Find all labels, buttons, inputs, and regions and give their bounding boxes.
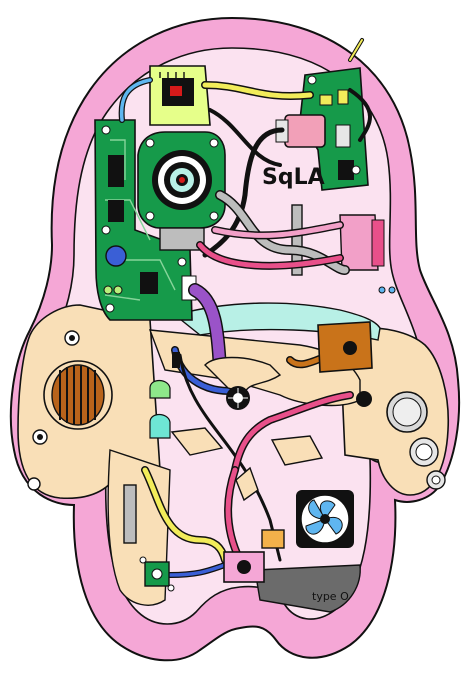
bottom-socket [223,551,265,583]
gray-tube [123,484,137,544]
top-right-pcb [299,67,369,191]
screw-icon [27,330,80,491]
base-panel [254,564,361,613]
decor-plates [170,427,324,502]
capacitor-icon [105,245,127,267]
metal-bracket [291,204,303,276]
eye-sensor-icon [137,131,226,251]
orange-component [261,529,285,549]
ribbon-connector [339,214,385,271]
gear-icon [204,356,282,410]
corner-label: type O [312,590,349,603]
chip-icon [108,155,158,294]
fan-icon [296,490,354,548]
indicator-dots [378,286,396,294]
right-dial-buttons [356,391,446,490]
led-icon [103,285,123,295]
main-pcb [94,119,197,321]
small-sensor-pcb [139,556,175,592]
motor-block [317,321,373,373]
led-icon [149,352,180,439]
main-label: SqLA [262,165,325,190]
speaker-grille-icon [43,360,113,430]
top-pcb [149,65,211,126]
